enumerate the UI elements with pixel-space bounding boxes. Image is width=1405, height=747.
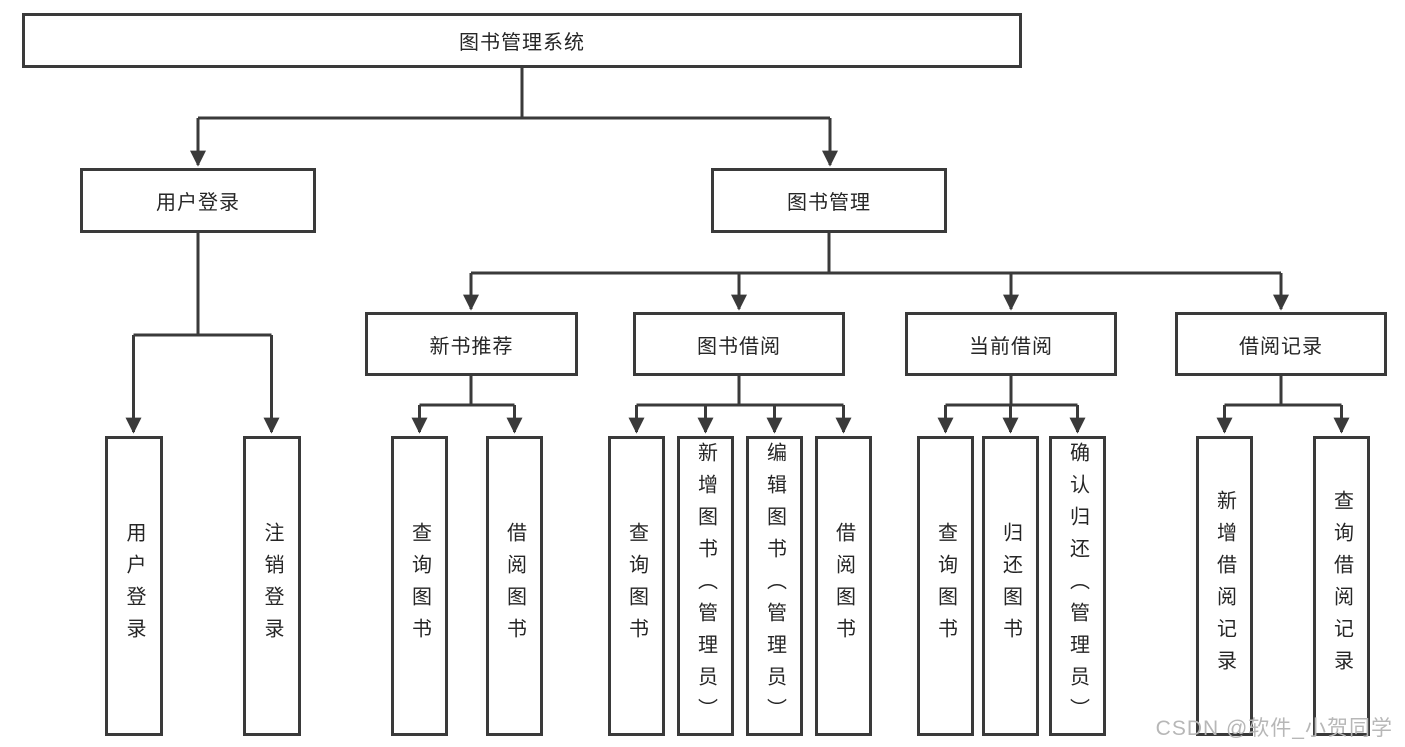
leaf-query-books-3: 查询图书 [917, 436, 974, 736]
node-user-login-branch: 用户登录 [80, 168, 316, 233]
connector-arrows [125, 118, 1350, 434]
node-label: 图书借阅 [697, 335, 781, 358]
node-label: 图书管理 [787, 192, 871, 214]
node-label: 借阅图书 [832, 522, 855, 650]
node-label: 注销登录 [261, 522, 283, 650]
leaf-query-borrow-record: 查询借阅记录 [1313, 436, 1370, 736]
node-borrowing-records: 借阅记录 [1175, 312, 1387, 376]
leaf-return-books: 归还图书 [982, 436, 1039, 736]
node-book-borrowing: 图书借阅 [633, 312, 845, 376]
leaf-query-books-2: 查询图书 [608, 436, 665, 736]
node-label: 编辑图书（管理员） [763, 442, 786, 730]
leaf-add-borrow-record: 新增借阅记录 [1196, 436, 1253, 736]
node-label: 查询图书 [408, 522, 431, 650]
node-library-management-system: 图书管理系统 [22, 13, 1022, 68]
node-label: 用户登录 [123, 522, 145, 650]
node-label: 查询图书 [625, 522, 648, 650]
leaf-add-books-admin: 新增图书（管理员） [677, 436, 734, 736]
leaf-borrow-books-2: 借阅图书 [815, 436, 872, 736]
node-label: 确认归还（管理员） [1066, 442, 1089, 730]
node-label: 借阅图书 [503, 522, 526, 650]
node-label: 用户登录 [156, 192, 240, 214]
node-book-management-branch: 图书管理 [711, 168, 947, 233]
node-label: 图书管理系统 [459, 32, 585, 54]
leaf-borrow-books-1: 借阅图书 [486, 436, 543, 736]
node-label: 查询借阅记录 [1330, 490, 1353, 682]
leaf-logout: 注销登录 [243, 436, 301, 736]
leaf-query-books-1: 查询图书 [391, 436, 448, 736]
node-label: 借阅记录 [1239, 335, 1323, 358]
node-label: 新书推荐 [429, 335, 514, 358]
leaf-edit-books-admin: 编辑图书（管理员） [746, 436, 803, 736]
node-current-borrowing: 当前借阅 [905, 312, 1117, 376]
node-label: 查询图书 [934, 522, 957, 650]
leaf-confirm-return-admin: 确认归还（管理员） [1049, 436, 1106, 736]
csdn-watermark: CSDN @软件_小贺同学 [1155, 717, 1393, 740]
node-new-book-recommendation: 新书推荐 [365, 312, 578, 376]
node-label: 新增借阅记录 [1213, 490, 1236, 682]
leaf-user-login: 用户登录 [105, 436, 163, 736]
node-label: 新增图书（管理员） [694, 442, 717, 730]
node-label: 当前借阅 [969, 335, 1053, 358]
node-label: 归还图书 [999, 522, 1022, 650]
